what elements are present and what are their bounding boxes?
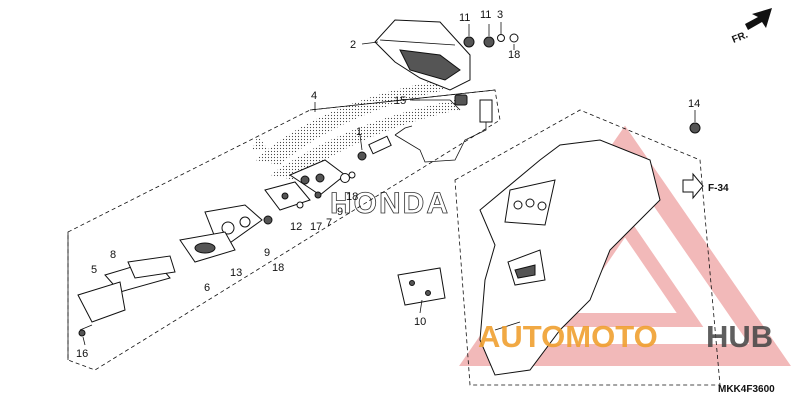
fender-boundary — [454, 109, 721, 386]
direction-arrow: FR. — [731, 8, 772, 46]
callout-18c: 18 — [272, 262, 284, 274]
honda-wing-logo: HONDA — [252, 80, 458, 220]
callout-17: 17 — [310, 221, 322, 233]
watermark: AUTOMOTO HUB — [478, 319, 773, 354]
lens-cover — [77, 255, 176, 323]
rear-fender — [479, 139, 661, 376]
direction-label: FR. — [731, 29, 750, 45]
screws — [78, 191, 322, 337]
reference-label: F-34 — [708, 183, 729, 194]
reference-arrow: F-34 — [682, 172, 729, 200]
callout-12: 12 — [290, 221, 302, 233]
license-light-gasket — [288, 159, 356, 196]
callout-labels: 1 2 3 4 5 6 7 8 9 9 10 11 11 12 13 14 15… — [76, 9, 700, 360]
callout-8: 8 — [110, 249, 116, 261]
callout-5: 5 — [91, 264, 97, 276]
callout-3: 3 — [497, 9, 503, 21]
wire-harness — [394, 94, 493, 163]
bulb-socket — [357, 125, 413, 161]
watermark-prefix: AUTOMOTO — [478, 319, 658, 354]
reflector — [397, 267, 446, 306]
callout-7: 7 — [326, 217, 332, 229]
callout-6: 6 — [204, 282, 210, 294]
callout-16: 16 — [76, 348, 88, 360]
assembly-boundary — [67, 89, 501, 371]
callout-14: 14 — [688, 98, 700, 110]
callout-4: 4 — [311, 90, 317, 102]
callout-11a: 11 — [459, 12, 470, 24]
callout-9b: 9 — [264, 247, 270, 259]
leader-lines — [82, 22, 696, 346]
callout-18b: 18 — [346, 191, 358, 203]
callout-18a: 18 — [508, 49, 520, 61]
tail-light-housing — [374, 19, 471, 91]
callout-1: 1 — [356, 126, 362, 138]
bracket — [264, 181, 311, 211]
nut-14 — [689, 122, 701, 134]
watermark-suffix: HUB — [706, 319, 773, 354]
callout-10: 10 — [414, 316, 426, 328]
callout-9a: 9 — [337, 206, 343, 218]
callout-11b: 11 — [480, 9, 491, 21]
callout-2: 2 — [350, 39, 356, 51]
diagram-code: MKK4F3600 — [718, 384, 775, 395]
gasket-6 — [179, 231, 236, 263]
fasteners-top — [463, 33, 519, 48]
callout-13: 13 — [230, 267, 242, 279]
callout-15: 15 — [394, 95, 406, 107]
brand-outline-text: HONDA — [330, 187, 450, 220]
